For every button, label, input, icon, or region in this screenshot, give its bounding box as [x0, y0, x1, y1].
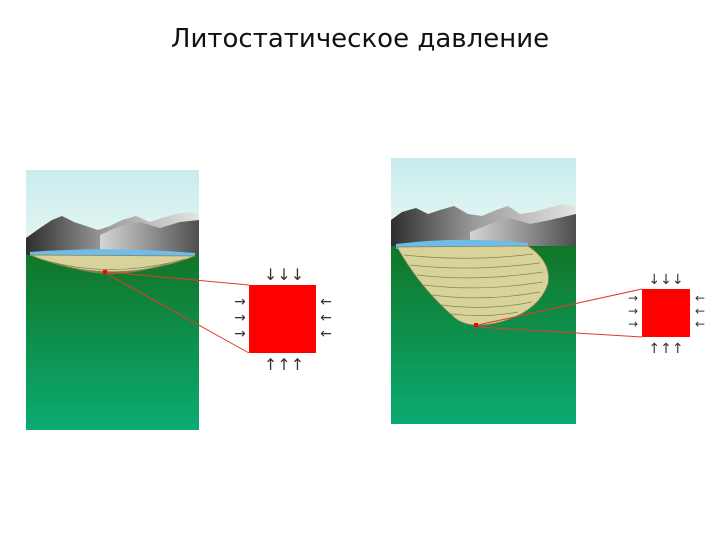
arrows-bottom-right: ↑↑↑	[648, 341, 683, 357]
arrow-left-1: →	[234, 294, 246, 310]
guide-lines-right	[477, 288, 643, 338]
arrow-right-2: ←	[320, 310, 332, 326]
arrow-right-2: ←	[695, 304, 705, 318]
arrow-left-2: →	[628, 304, 638, 318]
pressure-cube-left: ↓↓↓ ↑↑↑ → → → ← ← ←	[234, 265, 332, 374]
mountains-far	[470, 214, 576, 246]
arrows-bottom-left: ↑↑↑	[264, 355, 304, 374]
ground	[26, 255, 199, 430]
arrow-right-3: ←	[695, 317, 705, 331]
mountains-far	[100, 220, 199, 255]
guide-lines-left	[106, 271, 250, 354]
arrows-top-right: ↓↓↓	[648, 272, 683, 288]
arrows-top-left: ↓↓↓	[264, 265, 304, 284]
pressure-cube-right: ↓↓↓ ↑↑↑ → → → ← ← ←	[628, 272, 705, 357]
arrow-right-3: ←	[320, 326, 332, 342]
slide-title: Литостатическое давление	[170, 24, 550, 54]
arrow-left-1: →	[628, 291, 638, 305]
shallow-basin-panel	[26, 170, 199, 430]
sample-point	[103, 270, 107, 274]
arrow-left-3: →	[234, 326, 246, 342]
water	[30, 249, 195, 256]
arrow-right-1: ←	[320, 294, 332, 310]
sediment-layers	[403, 253, 544, 316]
arrow-left-3: →	[628, 317, 638, 331]
arrow-right-1: ←	[695, 291, 705, 305]
deep-basin-panel	[391, 158, 576, 424]
arrow-left-2: →	[234, 310, 246, 326]
sample-point	[474, 323, 478, 327]
